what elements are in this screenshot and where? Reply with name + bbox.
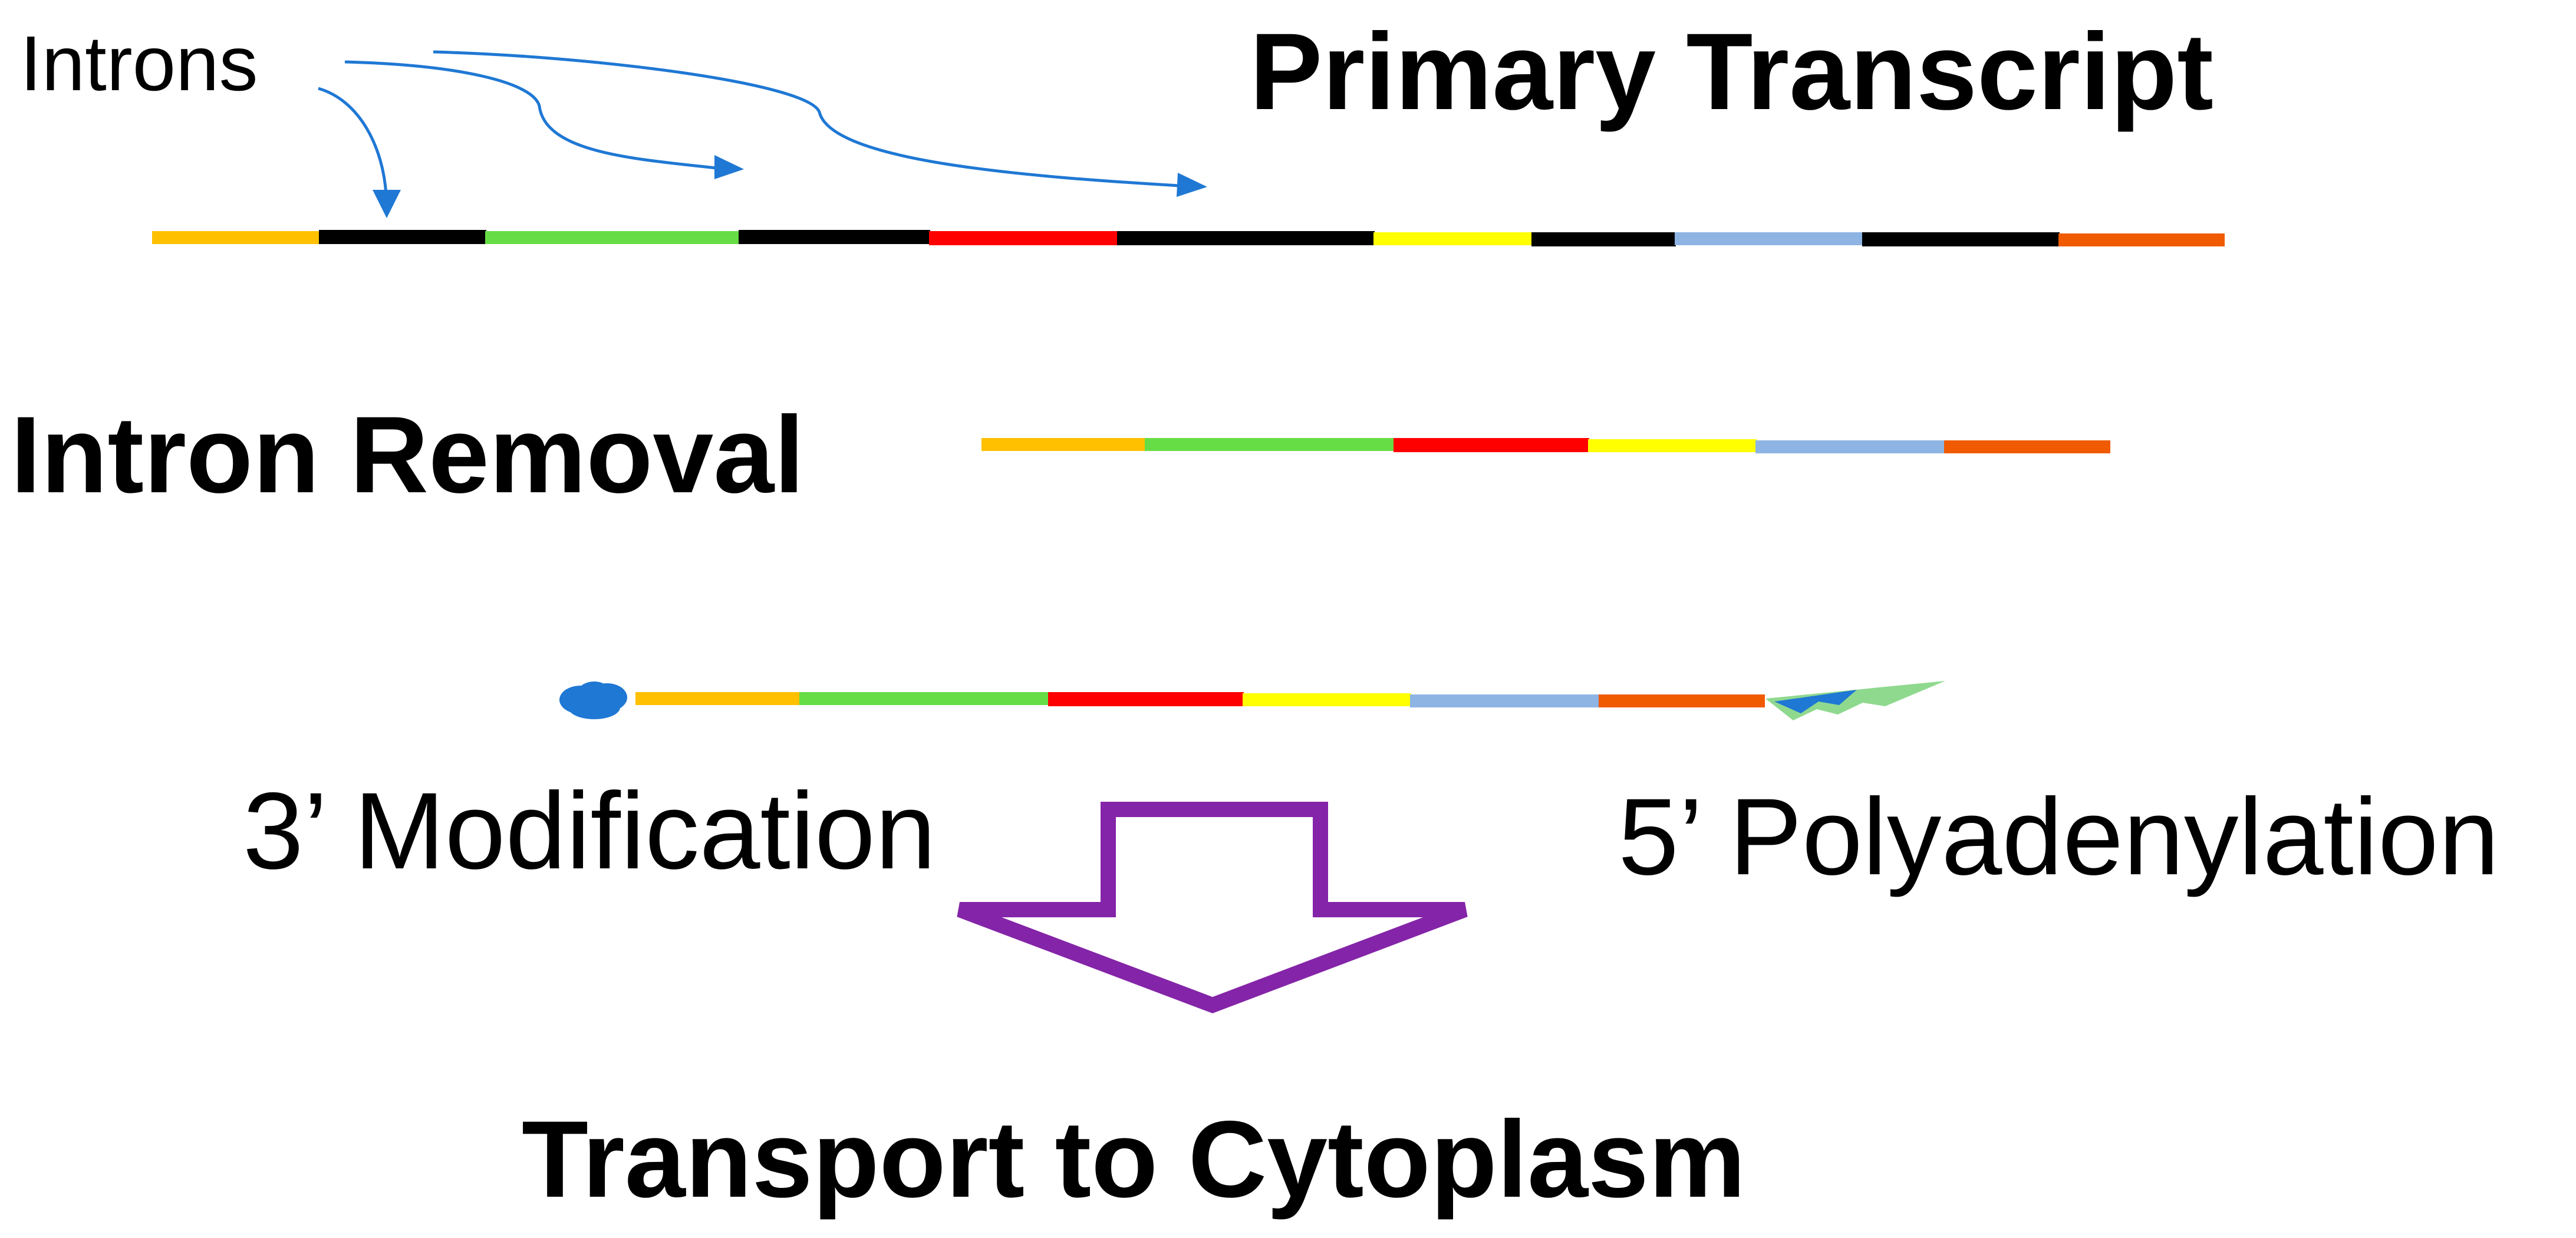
poly-a-tail-icon: [1765, 681, 1945, 720]
primary-transcript-heading: Primary Transcript: [1250, 11, 2213, 133]
cap-blob-icon: [559, 681, 627, 719]
intron-removal-heading: Intron Removal: [11, 394, 805, 516]
spliced-strand: [981, 438, 2110, 453]
primary-intron-2: [739, 230, 930, 244]
spliced-exon-6: [1944, 440, 2110, 453]
mature-exon-6: [1599, 694, 1765, 707]
down-arrow-icon: [957, 802, 1468, 1013]
primary-intron-1: [319, 230, 486, 244]
primary-transcript-strand: [152, 230, 2225, 246]
primary-exon-2: [485, 231, 740, 244]
primary-exon-4: [1373, 232, 1533, 245]
mature-exon-2: [799, 692, 1049, 705]
mature-exon-3: [1048, 692, 1244, 706]
mature-exon-4: [1243, 693, 1411, 706]
primary-intron-4: [1531, 232, 1676, 246]
primary-intron-5: [1862, 232, 2060, 246]
spliced-exon-3: [1394, 438, 1589, 452]
primary-exon-3: [929, 231, 1118, 245]
spliced-exon-5: [1755, 440, 1945, 453]
primary-exon-6: [2058, 233, 2225, 246]
five-prime-polyadenylation-label: 5’ Polyadenylation: [1618, 776, 2499, 898]
intron-arrow-1: [318, 87, 388, 195]
spliced-exon-4: [1588, 439, 1757, 452]
introns-label: Introns: [20, 20, 258, 107]
intron-arrow-3: [433, 50, 1180, 187]
spliced-exon-1: [981, 438, 1146, 451]
three-prime-modification-label: 3’ Modification: [243, 771, 936, 892]
primary-exon-5: [1675, 232, 1863, 245]
primary-intron-3: [1117, 231, 1375, 245]
intron-arrowheads: [373, 155, 1207, 218]
intron-arrowhead-3: [1177, 173, 1207, 197]
primary-exon-1: [152, 231, 320, 244]
intron-arrow-2: [344, 60, 717, 170]
spliced-exon-2: [1145, 438, 1395, 451]
intron-arrows: [318, 50, 1180, 195]
mature-exon-1: [635, 692, 801, 705]
mature-exon-5: [1410, 694, 1600, 707]
mature-strand: [559, 681, 1945, 720]
transport-heading: Transport to Cytoplasm: [522, 1099, 1746, 1220]
intron-arrowhead-1: [373, 190, 401, 218]
intron-arrowhead-2: [714, 155, 744, 179]
